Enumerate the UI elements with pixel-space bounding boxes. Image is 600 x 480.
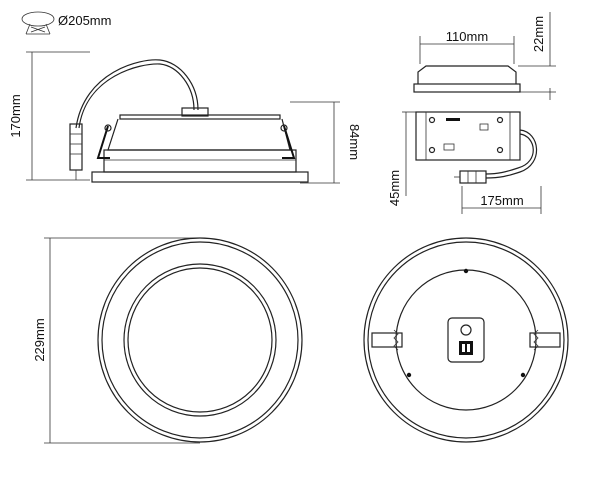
driver-depth-label: 45mm [387,170,402,206]
cutout-diameter-label: Ø205mm [58,13,111,28]
cable-length-label: 175mm [480,193,523,208]
driver-side-view [413,12,556,100]
height-total-label: 170mm [8,94,23,137]
front-view [44,237,303,444]
back-view [363,237,569,443]
ceiling-cutout-icon [21,11,55,35]
driver-width-label: 110mm [446,29,488,44]
driver-height-label: 22mm [531,16,546,52]
side-view [26,51,340,184]
driver-top-view [402,111,542,214]
face-diameter-label: 229mm [32,318,47,361]
height-body-label: 84mm [347,124,362,160]
